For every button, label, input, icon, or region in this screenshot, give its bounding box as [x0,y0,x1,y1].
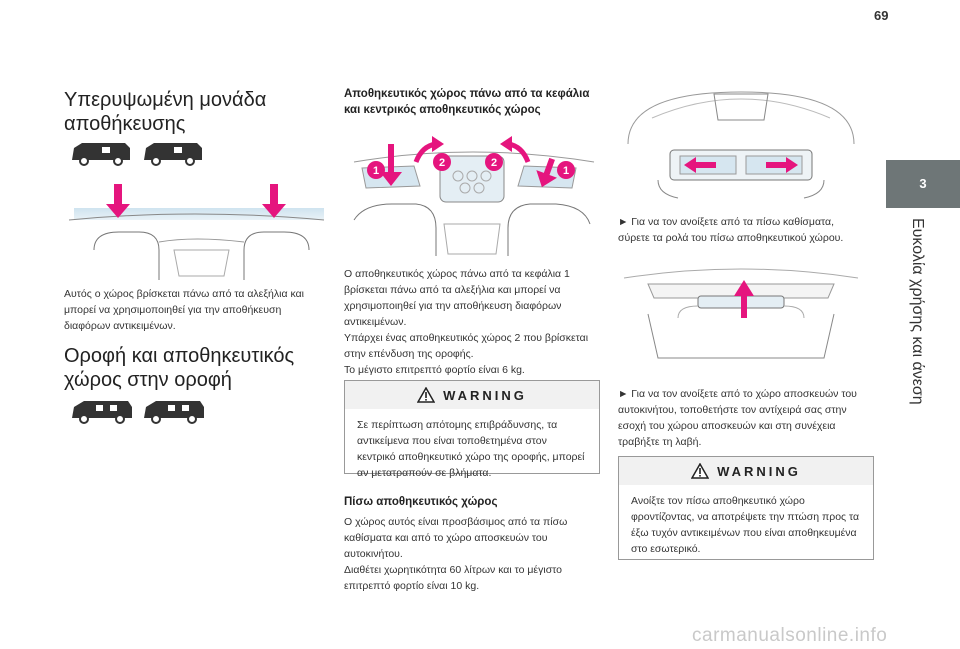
warning-title: WARNING [717,463,801,479]
subsection-title-overhead-central: Αποθηκευτικός χώρος πάνω από τα κεφάλια … [344,88,590,116]
warning-text: Ανοίξτε τον πίσω αποθηκευτικό χώρο φροντ… [631,495,860,555]
section-title-roof-storage: Οροφή και αποθηκευτικός χώρος στην οροφή [64,345,295,391]
callout-label: 2 [491,157,497,169]
van-icons-bottom [72,401,204,424]
figure-overhead-storage [68,184,325,280]
arrow-down-icon [106,184,130,218]
section-title-storage-unit: Υπερυψωμένη μονάδα αποθήκευσης [64,89,267,135]
arrow-down-icon [380,144,402,186]
warning-title: WARNING [443,387,527,403]
van-icons-top [72,143,202,166]
instruction-open-from-seats: ► Για να τον ανοίξετε από τα πίσω καθίσμ… [618,216,844,244]
arrow-down-icon [262,184,286,218]
overhead-storage-para: Ο αποθηκευτικός χώρος πάνω από τα κεφάλι… [344,268,570,328]
figure-rear-storage-blinds [627,91,855,199]
figure-rear-storage-boot [623,268,859,359]
chapter-tab: 3 [886,160,960,208]
max-load-para: Το μέγιστο επιτρεπτό φορτίο είναι 6 kg. [344,364,525,376]
arrow-left-icon [684,157,716,173]
warning-header: WARNING [619,457,873,485]
callout-label: 2 [439,157,445,169]
page-number: 69 [874,8,889,23]
warning-triangle-icon [691,463,710,479]
central-storage-para: Υπάρχει ένας αποθηκευτικός χώρος 2 που β… [344,332,589,360]
callout-2-icon: 2 [485,153,503,171]
arrow-up-icon [734,280,754,318]
rear-storage-capacity-para: Διαθέτει χωρητικότητα 60 λίτρων και το μ… [344,564,563,592]
van-icon [72,143,130,166]
van-icon [144,401,204,424]
callout-2-icon: 2 [433,153,451,171]
arrowhead-icon [500,136,512,152]
warning-text: Σε περίπτωση απότομης επιβράδυνσης, τα α… [357,419,585,479]
subsection-title-rear-storage: Πίσω αποθηκευτικός χώρος [344,496,498,508]
arrow-right-icon [766,157,798,173]
overhead-storage-description: Αυτός ο χώρος βρίσκεται πάνω από τα αλεξ… [64,288,304,332]
warning-header: WARNING [345,381,599,409]
chapter-title: Ευκολία χρήσης και άνεση [909,218,926,405]
callout-1-icon: 1 [557,161,575,179]
van-icon [144,143,202,166]
van-icon [72,401,132,424]
warning-triangle-icon [417,387,436,403]
warning-box-central: WARNING Σε περίπτωση απότομης επιβράδυνσ… [344,380,600,479]
rear-storage-access-para: Ο χώρος αυτός είναι προσβάσιμος από τα π… [344,516,568,560]
arrow-down-icon [536,157,557,188]
instruction-open-from-boot: ► Για να τον ανοίξετε από το χώρο αποσκε… [618,388,857,448]
callout-1-icon: 1 [367,161,385,179]
callout-label: 1 [563,165,569,177]
figure-overhead-central-storage: 1 2 2 1 [353,136,595,256]
callout-label: 1 [373,165,379,177]
arrowhead-icon [432,136,444,152]
watermark: carmanualsonline.info [692,625,888,646]
warning-box-rear: WARNING Ανοίξτε τον πίσω αποθηκευτικό χώ… [618,456,874,560]
